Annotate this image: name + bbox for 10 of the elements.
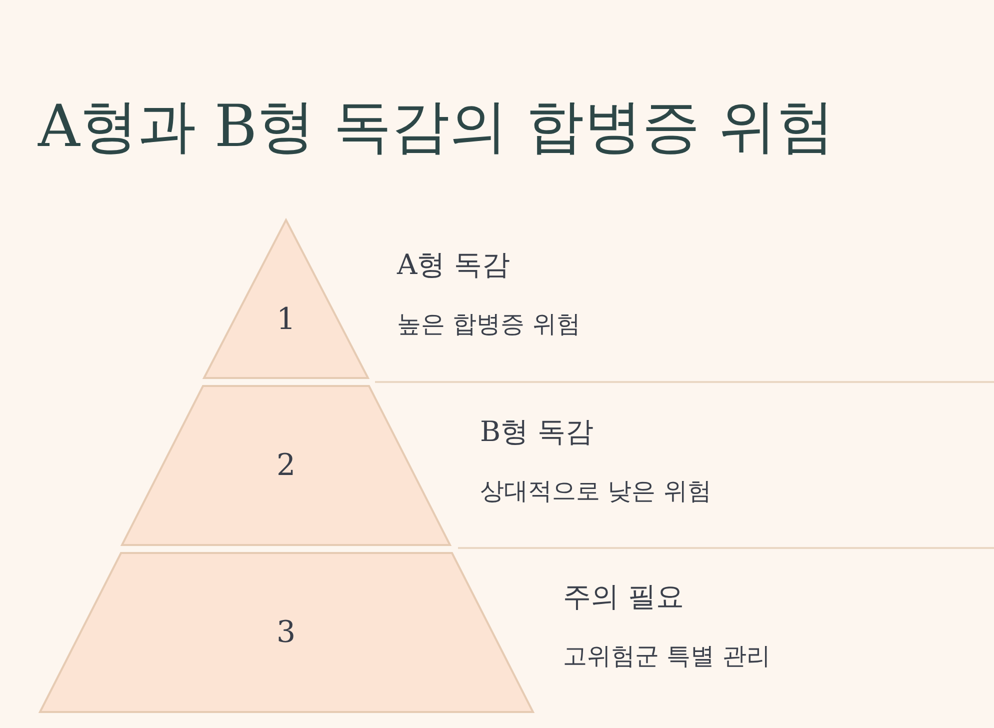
tier-number: 3 [276, 618, 296, 648]
tier-description: 고위험군 특별 관리 [563, 642, 770, 671]
tier-number: 2 [276, 451, 296, 481]
tier-description: 높은 합병증 위험 [397, 310, 580, 339]
tier-heading: A형 독감 [397, 248, 510, 282]
tier-heading: 주의 필요 [563, 580, 684, 614]
title: A형과 B형 독감의 합병증 위험 [38, 92, 834, 162]
tier-heading: B형 독감 [480, 415, 594, 449]
tier-description: 상대적으로 낮은 위험 [480, 477, 712, 506]
tier-number: 1 [276, 305, 296, 336]
